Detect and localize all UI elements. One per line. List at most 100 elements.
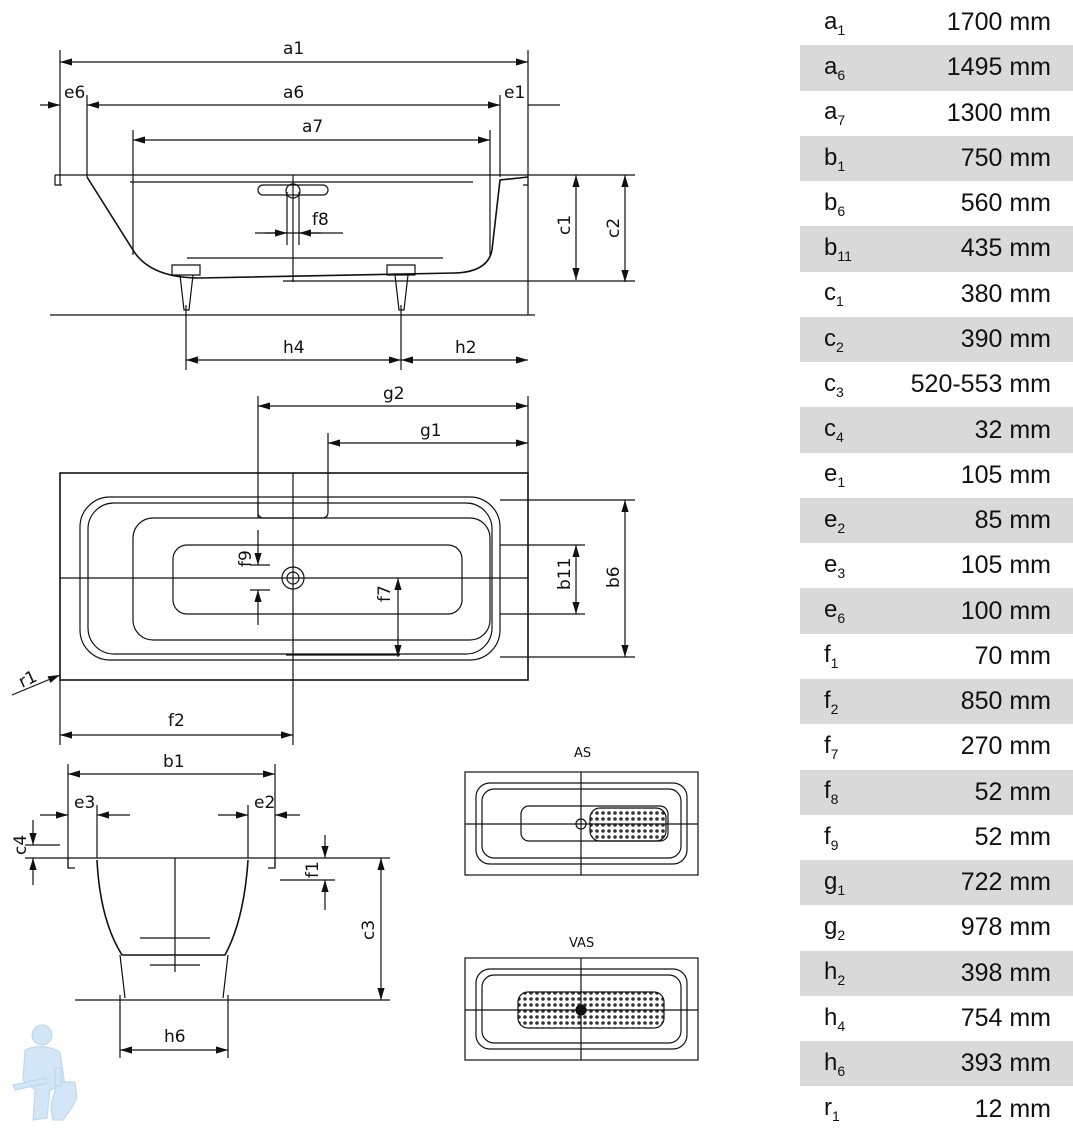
spec-symbol-subscript: 3 [837,564,846,581]
spec-value: 754 mm [960,1003,1051,1032]
spec-symbol: e6 [824,596,845,626]
spec-symbol-letter: b [824,143,838,171]
spec-symbol-subscript: 6 [837,1062,846,1079]
spec-symbol-subscript: 6 [837,609,846,626]
spec-symbol: c2 [824,325,844,355]
spec-row-f9: f9 52 mm [800,815,1073,860]
spec-value: 390 mm [960,324,1051,353]
cross-section-view: b1 e3 e2 c4 f1 c3 h6 [11,752,390,1058]
spec-value: 393 mm [960,1049,1051,1078]
dim-f1-label: f1 [303,861,323,878]
spec-symbol-letter: e [824,550,838,578]
spec-symbol-subscript: 1 [837,474,846,491]
dim-e2-label: e2 [254,793,275,813]
spec-value: 12 mm [974,1094,1051,1123]
spec-symbol: h2 [824,958,845,988]
spec-symbol-subscript: 1 [837,21,846,38]
dim-b11-label: b11 [555,558,575,590]
spec-symbol-subscript: 2 [836,338,844,355]
spec-symbol-subscript: 1 [836,293,844,310]
side-view: a1 a6 e6 e1 a7 f8 c1 c2 h4 h2 [40,39,635,370]
spec-value: 1700 mm [946,8,1051,37]
spec-value: 52 mm [974,777,1051,806]
spec-row-c2: c2 390 mm [800,316,1073,363]
spec-symbol: a6 [824,53,845,83]
dim-h4-label: h4 [283,338,305,358]
spec-row-b11: b11 435 mm [800,226,1073,272]
spec-symbol-letter: a [824,53,838,80]
spec-symbol-subscript: 3 [836,383,844,400]
spec-symbol: f8 [824,777,838,807]
spec-symbol: a1 [824,8,845,38]
dim-e6-label: e6 [64,83,85,103]
spec-value: 978 mm [960,913,1051,942]
spec-value: 70 mm [974,641,1051,670]
plumber-watermark-logo [12,1024,78,1121]
spec-symbol-subscript: 8 [830,791,839,808]
spec-value: 1495 mm [946,53,1051,82]
dim-e1-label: e1 [504,83,525,103]
spec-symbol-letter: e [824,596,838,624]
dim-c2-label: c2 [604,218,624,238]
dim-c1-label: c1 [555,215,575,235]
dim-b1-label: b1 [163,752,185,772]
spec-symbol: a7 [824,98,845,128]
spec-value: 722 mm [960,868,1051,897]
spec-row-g2: g2 978 mm [800,905,1073,950]
spec-symbol: f9 [824,823,838,853]
spec-symbol-subscript: 7 [837,112,846,129]
spec-value: 750 mm [960,143,1051,172]
spec-symbol-letter: f [824,822,831,850]
dim-g2-label: g2 [383,384,405,404]
spec-symbol-subscript: 11 [837,247,852,264]
variant-vas-title: VAS [569,936,594,951]
spec-symbol-subscript: 1 [837,157,846,174]
spec-symbol: g2 [824,913,845,943]
spec-symbol: f1 [824,641,838,671]
dim-f8-label: f8 [312,210,329,230]
spec-symbol-subscript: 2 [837,519,846,536]
spec-row-h6: h6 393 mm [800,1041,1073,1087]
spec-symbol-letter: a [824,98,838,126]
spec-value: 850 mm [960,687,1051,716]
spec-value: 52 mm [974,822,1051,851]
spec-symbol: f2 [824,687,838,717]
spec-value: 32 mm [974,415,1051,444]
spec-symbol-letter: f [824,731,831,759]
spec-symbol: h4 [824,1004,845,1034]
spec-value: 560 mm [960,189,1051,218]
spec-symbol-letter: b [824,234,838,262]
spec-symbol-subscript: 7 [830,745,839,762]
spec-value: 435 mm [960,234,1051,263]
spec-symbol: c3 [824,370,844,400]
spec-symbol-subscript: 1 [832,1107,840,1124]
spec-symbol-letter: e [824,460,838,488]
spec-row-b1: b1 750 mm [800,135,1073,182]
dim-c3-label: c3 [359,920,379,940]
dim-g1-label: g1 [420,421,442,441]
dim-r1-label: r1 [16,667,41,693]
dim-h2-label: h2 [455,338,477,358]
spec-symbol-letter: b [824,188,838,216]
dim-a1-label: a1 [283,39,304,59]
spec-symbol-subscript: 2 [837,926,846,943]
variant-as-view: AS [464,746,699,876]
dim-f9-label: f9 [236,550,256,567]
dim-f2-label: f2 [168,711,185,731]
spec-symbol-letter: h [824,1048,838,1076]
dim-a6-label: a6 [283,83,304,103]
dim-e3-label: e3 [74,793,95,813]
spec-symbol-letter: c [824,279,836,307]
dim-h6-label: h6 [164,1027,186,1047]
spec-symbol: c1 [824,279,844,309]
spec-symbol: e3 [824,551,845,581]
